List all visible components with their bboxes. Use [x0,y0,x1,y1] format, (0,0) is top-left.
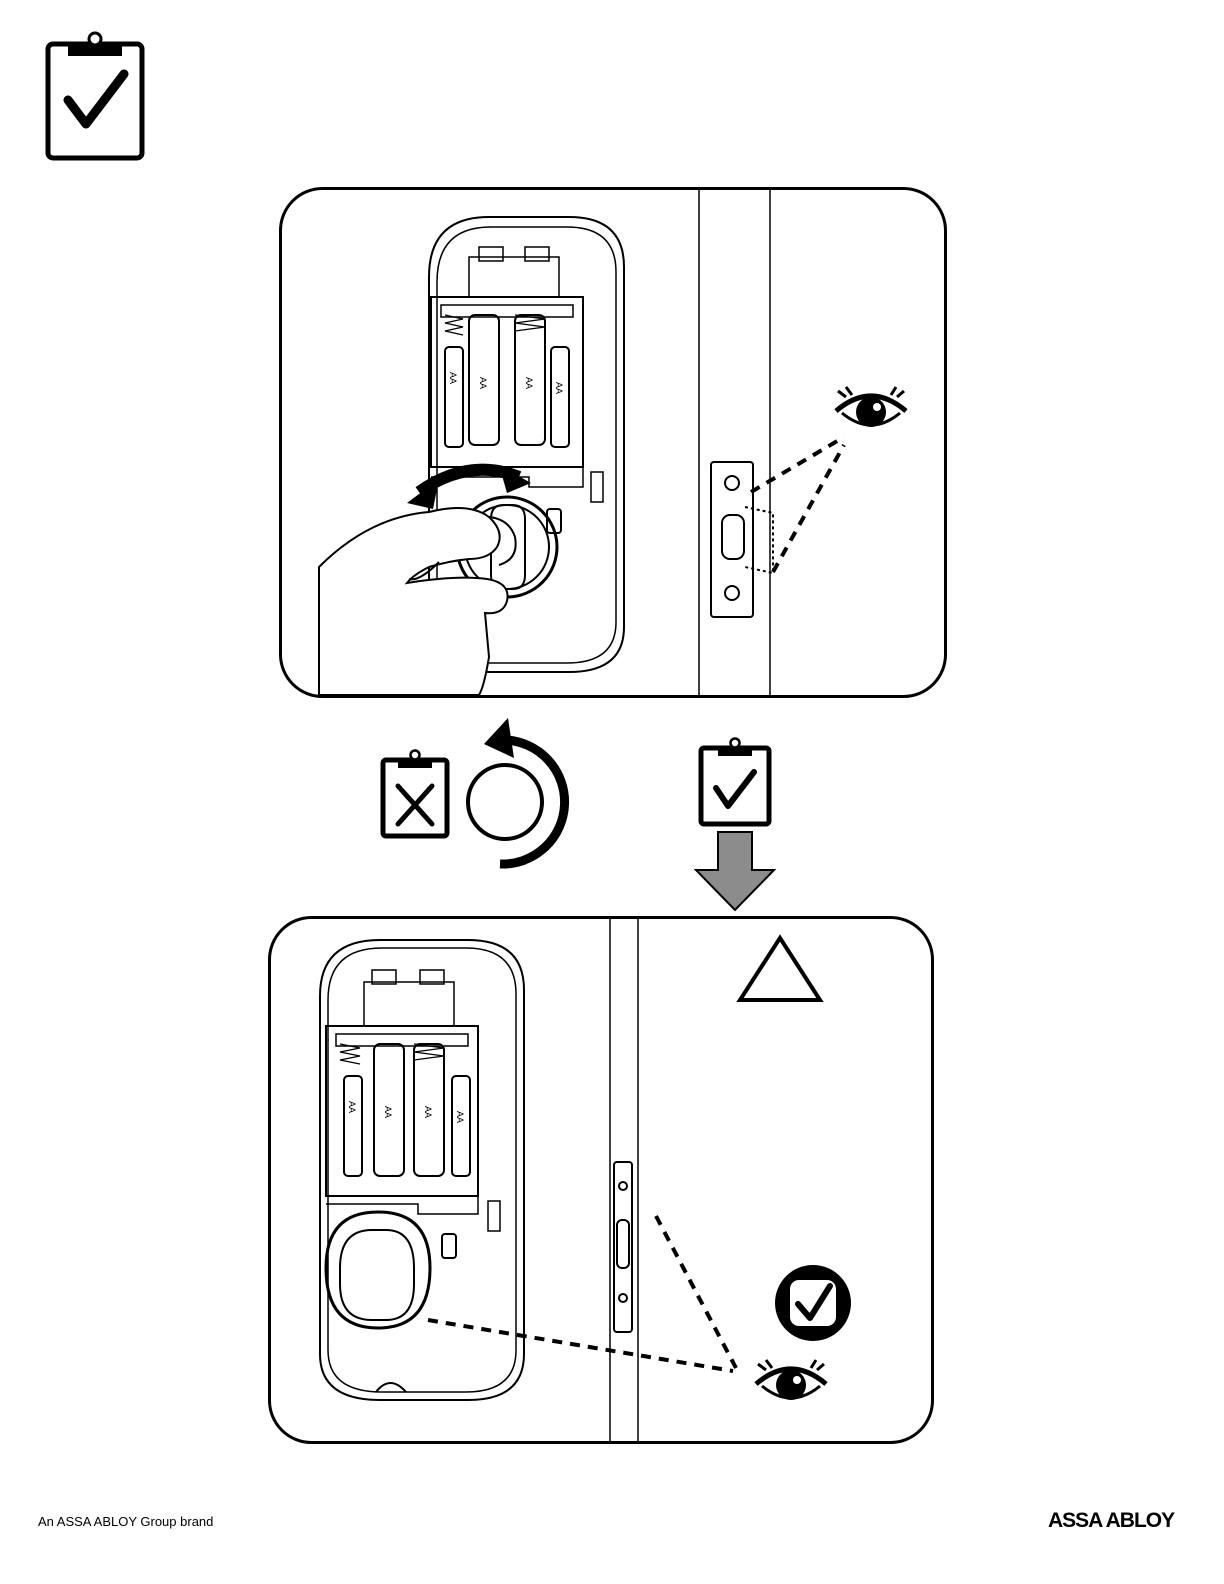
battery-label: AA [383,1106,393,1118]
battery-label: AA [423,1106,433,1118]
battery-label: AA [448,372,458,384]
down-arrow-icon [694,830,778,914]
circle-check-icon [775,1265,851,1341]
battery-label: AA [524,377,534,389]
rotate-ccw-icon [460,718,576,874]
brand-tagline: An ASSA ABLOY Group brand [38,1514,213,1529]
top-panel: AA AA AA AA [279,187,947,698]
battery-label: AA [554,382,564,394]
battery-label: AA [455,1111,465,1123]
battery-label: AA [347,1101,357,1113]
bottom-panel: AA AA AA AA [268,916,934,1444]
clipboard-check-icon [44,30,148,164]
clipboard-x-icon [380,748,450,840]
clipboard-check-icon [698,736,774,828]
assa-abloy-logo: ASSA ABLOY [1048,1509,1174,1533]
battery-label: AA [478,377,488,389]
